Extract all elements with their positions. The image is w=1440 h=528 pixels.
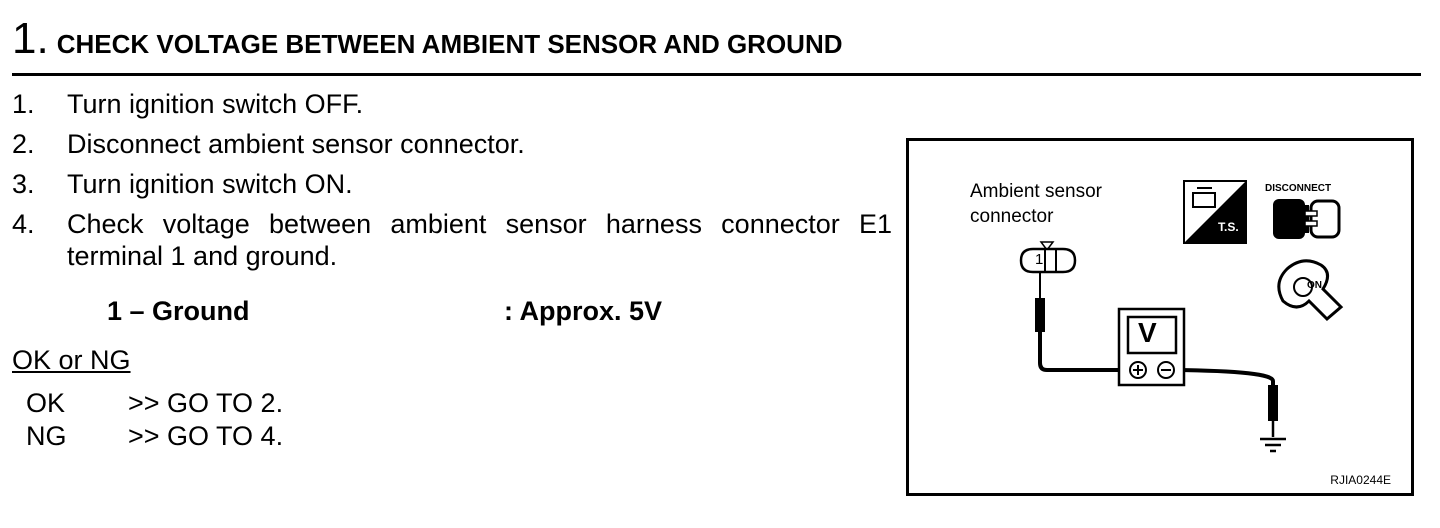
result-heading: OK or NG: [12, 345, 131, 375]
ambient-sensor-connector: [1019, 241, 1077, 274]
procedure-steps: 1. Turn ignition switch OFF. 2. Disconne…: [12, 88, 892, 280]
step-text: Disconnect ambient sensor connector.: [67, 129, 525, 159]
result-ng-action: >> GO TO 4.: [128, 421, 284, 451]
step-number: 3.: [12, 169, 35, 199]
result-ok-action: >> GO TO 2.: [128, 388, 284, 418]
connector-label-line2: connector: [970, 206, 1054, 227]
disconnect-icon: [1273, 199, 1341, 239]
step-number: 4.: [12, 209, 35, 239]
step-item: 3. Turn ignition switch ON.: [12, 168, 892, 200]
ts-badge-icon: [1183, 180, 1247, 244]
ignition-key-icon: [1277, 259, 1344, 322]
result-ng-label: NG: [26, 421, 67, 451]
ts-badge-label: T.S.: [1218, 220, 1239, 234]
disconnect-label: DISCONNECT: [1265, 183, 1332, 194]
result-ok-label: OK: [26, 388, 66, 418]
probe-wires: [1035, 272, 1278, 437]
ground-symbol-icon: [1260, 437, 1286, 453]
diagram-art: [1019, 180, 1344, 453]
step-item: 2. Disconnect ambient sensor connector.: [12, 128, 892, 160]
step-number: 2.: [12, 129, 35, 159]
voltmeter-icon: [1117, 307, 1186, 387]
step-number: 1.: [12, 89, 35, 119]
step-text: Check voltage between ambient sensor har…: [67, 209, 892, 271]
section-number: 1.: [12, 14, 49, 63]
step-text: Turn ignition switch OFF.: [67, 89, 364, 119]
spec-value: : Approx. 5V: [504, 296, 663, 326]
step-item: 1. Turn ignition switch OFF.: [12, 88, 892, 120]
wiring-diagram: Ambient sensor connector 1 V T.S. DISCON…: [906, 138, 1414, 496]
ignition-on-label: ON: [1307, 280, 1322, 291]
step-item: 4. Check voltage between ambient sensor …: [12, 208, 892, 272]
spec-terminals: 1 – Ground: [107, 296, 250, 326]
terminal-number: 1: [1035, 251, 1044, 268]
section-heading: 1.CHECK VOLTAGE BETWEEN AMBIENT SENSOR A…: [12, 14, 843, 64]
section-title: CHECK VOLTAGE BETWEEN AMBIENT SENSOR AND…: [56, 29, 843, 59]
step-text: Turn ignition switch ON.: [67, 169, 353, 199]
connector-label-line1: Ambient sensor: [970, 181, 1103, 202]
reference-code: RJIA0244E: [1330, 473, 1391, 487]
heading-rule: [12, 73, 1421, 76]
meter-symbol: V: [1138, 317, 1157, 348]
